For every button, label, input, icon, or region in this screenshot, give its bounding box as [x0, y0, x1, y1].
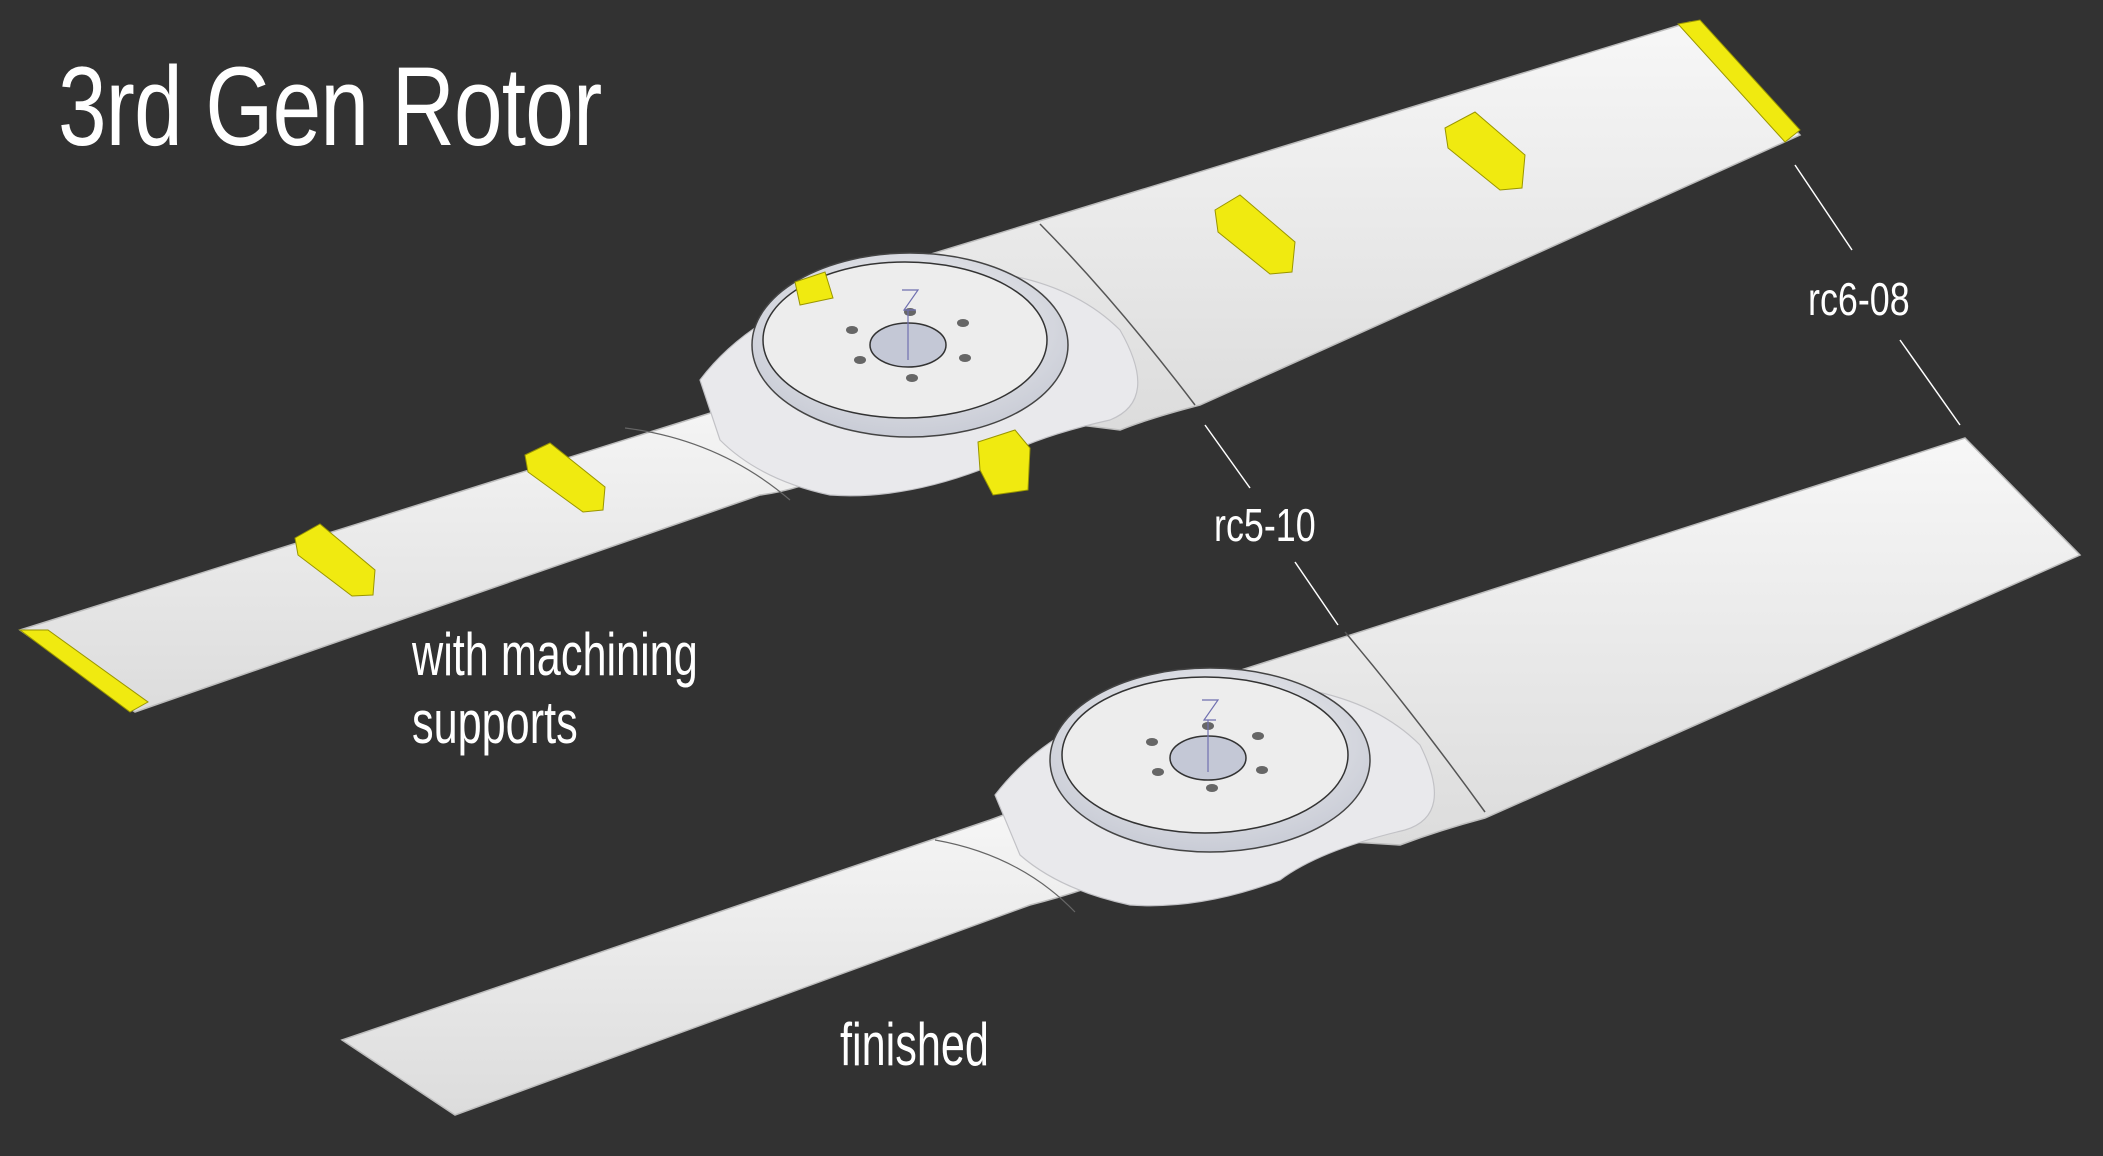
support-block [294, 523, 376, 597]
support-block [1444, 111, 1526, 191]
section-label-rc6-08: rc6-08 [1808, 273, 1910, 325]
page-title: 3rd Gen Rotor [58, 44, 602, 169]
top-tip-cap-right [1677, 19, 1801, 143]
rotor-finished [340, 437, 2082, 1116]
leader-lines [1204, 164, 1961, 626]
top-outer-blade [903, 21, 1802, 431]
top-tip-cap-left [18, 629, 149, 713]
machining-supports [294, 111, 1526, 597]
top-hub-axis-marker [902, 289, 920, 360]
support-block [794, 271, 834, 306]
top-inner-section-line [624, 427, 791, 501]
leader-line-rc5-upper [1204, 424, 1251, 489]
bottom-section-line [1344, 631, 1486, 813]
finished-label: finished [840, 1011, 989, 1078]
support-block [524, 442, 606, 513]
top-section-line [1039, 223, 1196, 406]
bottom-inner-blade [340, 794, 1112, 1116]
support-block [977, 429, 1031, 496]
rotor-with-supports [18, 19, 1802, 713]
bottom-outer-blade [1208, 437, 2082, 846]
leader-line-rc6-upper [1794, 164, 1853, 251]
bottom-hub-axis-marker [1202, 699, 1220, 772]
support-block [1214, 194, 1296, 275]
leader-line-rc5-lower [1294, 561, 1339, 626]
bottom-inner-section-line [934, 839, 1076, 913]
with-supports-label: with machining [412, 621, 698, 688]
leader-line-rc6-lower [1899, 339, 1961, 426]
section-label-rc5-10: rc5-10 [1214, 499, 1316, 551]
bottom-hub-bolt-holes [1146, 722, 1268, 792]
with-supports-label-line2: supports [412, 689, 578, 756]
top-hub-bolt-holes [846, 308, 971, 382]
